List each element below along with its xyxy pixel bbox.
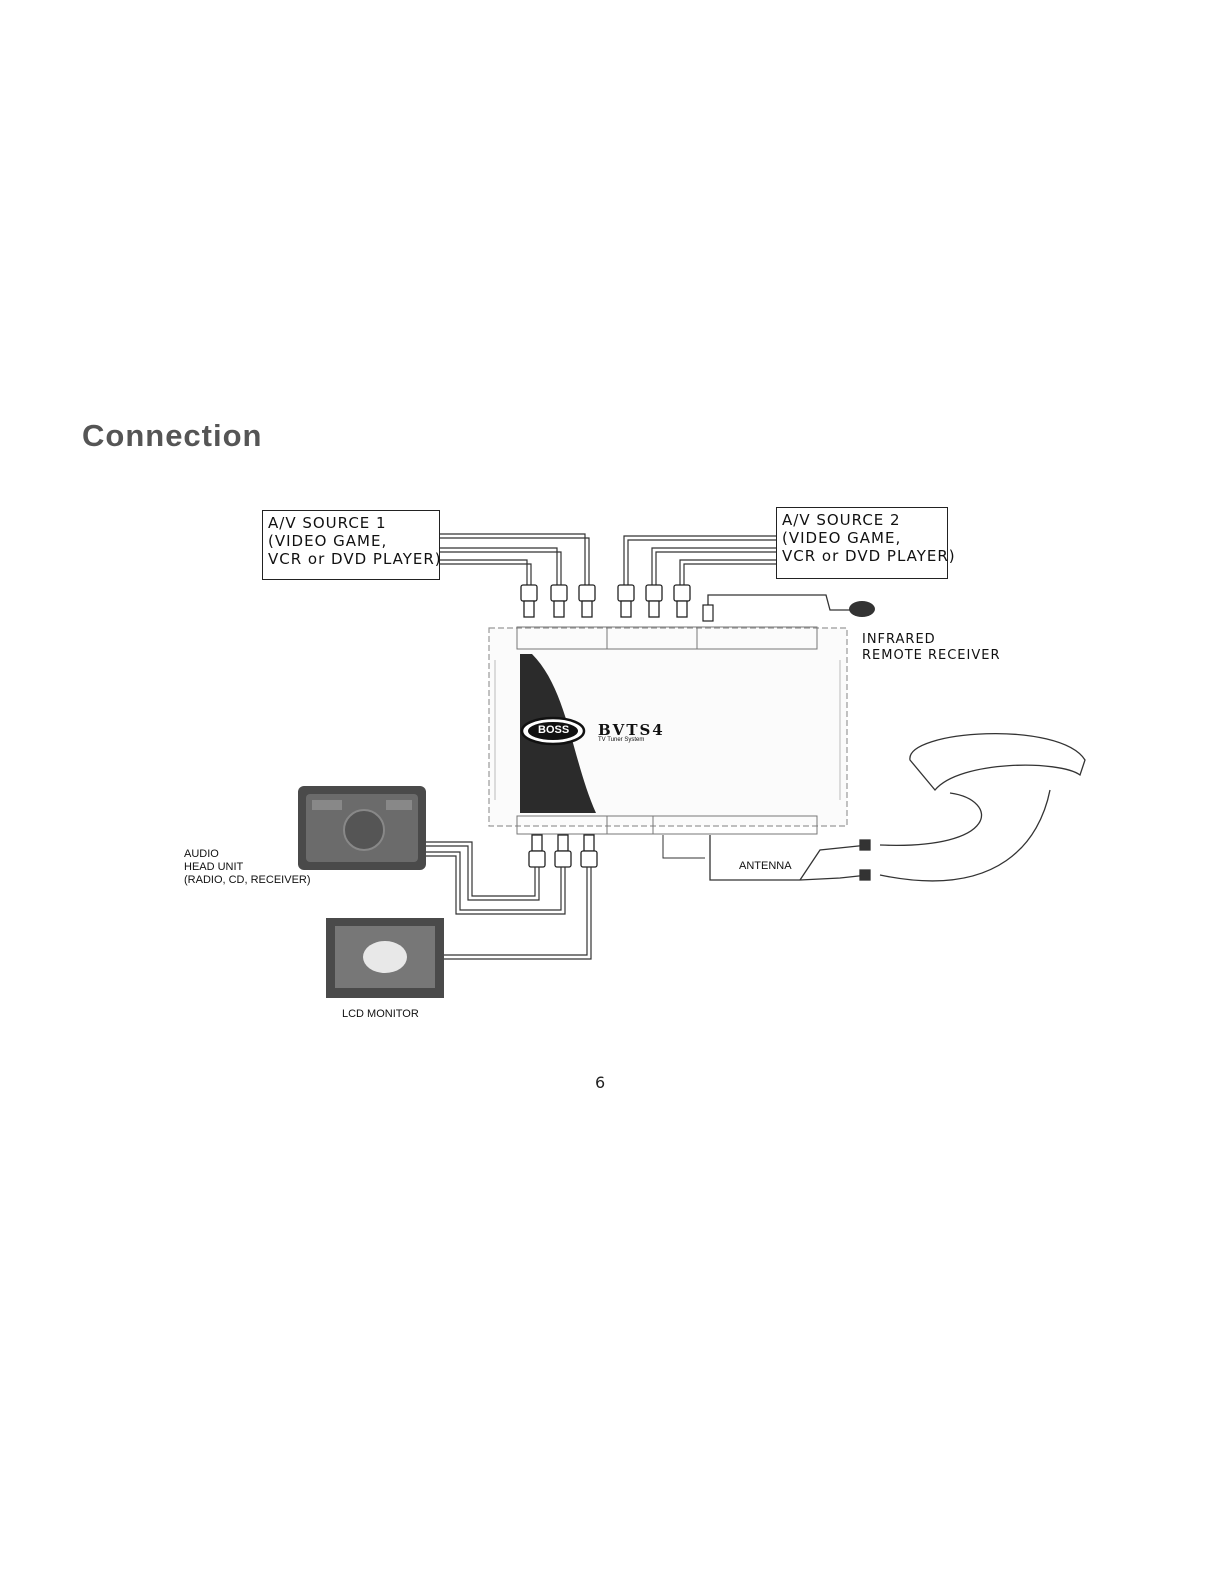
av-source-2-box: A/V SOURCE 2 (VIDEO GAME, VCR or DVD PLA… [776, 507, 948, 579]
av-source-1-line-2: (VIDEO GAME, [268, 532, 435, 550]
av-source-1-box: A/V SOURCE 1 (VIDEO GAME, VCR or DVD PLA… [262, 510, 440, 580]
rca-plugs-top [521, 585, 690, 617]
source1-cables [440, 534, 589, 585]
infrared-receiver-label: INFRARED REMOTE RECEIVER [862, 632, 1001, 664]
lcd-monitor-label: LCD MONITOR [342, 1008, 419, 1021]
av-source-2-line-1: A/V SOURCE 2 [782, 511, 943, 529]
brand-logo-text: BOSS [538, 724, 569, 736]
av-source-2-line-3: VCR or DVD PLAYER) [782, 547, 943, 565]
audio-head-unit-label: AUDIO HEAD UNIT (RADIO, CD, RECEIVER) [184, 848, 311, 887]
audio-label-line-1: AUDIO [184, 848, 311, 861]
rca-plugs-bottom [529, 835, 597, 867]
av-source-1-line-1: A/V SOURCE 1 [268, 514, 435, 532]
audio-head-unit-image [298, 786, 426, 870]
av-source-2-line-2: (VIDEO GAME, [782, 529, 943, 547]
audio-label-line-3: (RADIO, CD, RECEIVER) [184, 874, 311, 887]
audio-label-line-2: HEAD UNIT [184, 861, 311, 874]
device-subtitle-label: TV Tuner System [598, 737, 644, 743]
infrared-label-line-2: REMOTE RECEIVER [862, 648, 1001, 664]
page-number: 6 [595, 1073, 605, 1092]
ir-receiver [703, 595, 875, 621]
lcd-monitor-image [326, 918, 444, 998]
source2-cables [624, 536, 776, 585]
av-source-1-line-3: VCR or DVD PLAYER) [268, 550, 435, 568]
infrared-label-line-1: INFRARED [862, 632, 1001, 648]
antenna-label: ANTENNA [739, 860, 792, 873]
